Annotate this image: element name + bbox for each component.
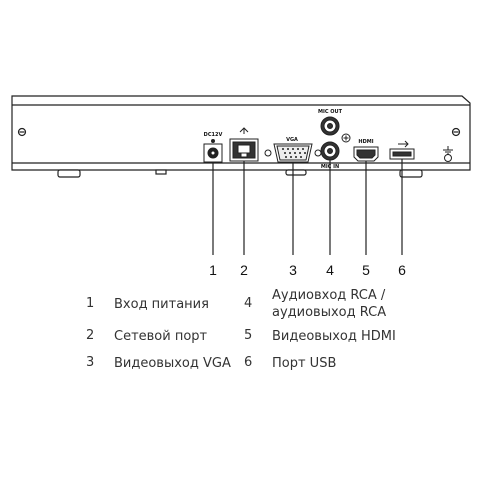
power-port-label: DC12V [204, 132, 223, 138]
legend-label: Видеовыход VGA [114, 356, 231, 371]
legend-label: Сетевой порт [114, 329, 208, 344]
legend-num: 4 [244, 296, 253, 311]
leader-lines [212, 159, 403, 255]
legend-num: 5 [244, 328, 253, 343]
callout-2: 2 [240, 262, 248, 278]
vga-port: VGA [264, 137, 322, 163]
hdmi-port: HDMI [353, 139, 379, 162]
legend-num: 2 [86, 328, 95, 343]
mic-out-label: MIC OUT [318, 109, 343, 115]
legend-num: 1 [86, 296, 95, 311]
legend-label: Видеовыход HDMI [272, 329, 396, 344]
vga-port-label: VGA [286, 137, 298, 143]
callout-5: 5 [362, 262, 370, 278]
hdmi-port-label: HDMI [358, 139, 373, 145]
callout-3: 3 [289, 262, 297, 278]
callout-4: 4 [326, 262, 334, 278]
legend-label: Аудиовход RCA / [272, 288, 386, 303]
usb-icon [398, 140, 409, 148]
legend-label: Порт USB [272, 356, 337, 371]
network-port [229, 127, 259, 162]
network-icon [239, 127, 249, 134]
callout-1: 1 [209, 262, 217, 278]
callout-6: 6 [398, 262, 406, 278]
legend-label: Вход питания [114, 297, 209, 312]
legend-label-line2: аудиовыход RCA [272, 305, 387, 320]
callout-numbers: 1 2 3 4 5 6 [209, 262, 406, 278]
foot-center [285, 169, 307, 176]
foot-left [57, 169, 81, 178]
legend-num: 3 [86, 355, 95, 370]
rca-audio-ports: MIC OUT MIC IN [318, 109, 351, 170]
ground-icon [443, 146, 453, 162]
power-port: DC12V [203, 132, 223, 163]
foot-right [399, 169, 423, 178]
nvr-device [11, 95, 471, 178]
legend-num: 6 [244, 355, 253, 370]
